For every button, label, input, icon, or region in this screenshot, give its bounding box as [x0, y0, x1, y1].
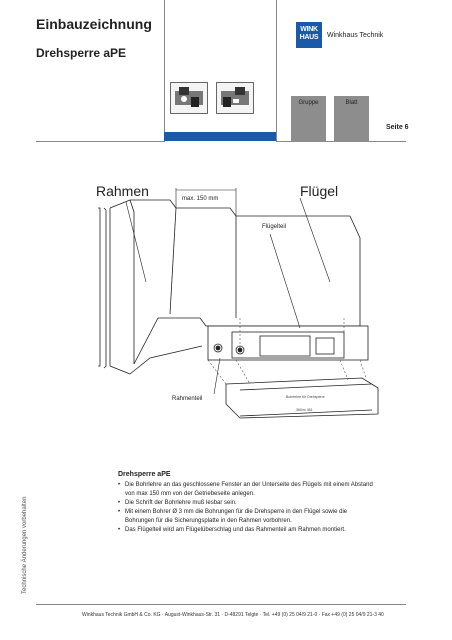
header-divider-right — [276, 0, 277, 142]
blatt-box — [334, 96, 369, 142]
fluegel-label: Flügel — [300, 183, 338, 199]
template-text-1: Bohrlehre für Drehsperre — [286, 395, 325, 399]
blatt-label: Blatt — [345, 100, 358, 106]
header-rule-left — [36, 141, 164, 142]
template-text-2: 360/m 451 — [296, 408, 313, 412]
page-subtitle: Drehsperre aPE — [36, 46, 127, 60]
header-divider-left — [164, 0, 165, 142]
description-title: Drehsperre aPE — [118, 471, 171, 478]
rahmenteil-label: Rahmenteil — [172, 396, 202, 402]
rahmen-label: Rahmen — [96, 183, 149, 199]
footer-rule — [36, 604, 406, 605]
description-item: Mit einem Bohrer Ø 3 mm die Bohrungen fü… — [118, 508, 378, 526]
description-item: Das Flügelteil wird am Flügelüberschlag … — [118, 526, 378, 535]
side-note: Technische Änderungen vorbehalten — [22, 496, 28, 594]
max-distance-label: max. 150 mm — [182, 196, 218, 202]
gruppe-box — [291, 96, 326, 142]
description-block: Drehsperre aPE Die Bohrlehre an das gesc… — [118, 470, 378, 535]
profile-thumbnail-2 — [216, 82, 254, 114]
accent-bar — [164, 132, 276, 141]
description-item: Die Schrift der Bohrlehre muß lesbar sei… — [118, 499, 378, 508]
footer-address: Winkhaus Technik GmbH & Co. KG · August-… — [82, 612, 384, 618]
gruppe-label: Gruppe — [298, 100, 319, 106]
winkhaus-logo: WINK HAUS — [296, 22, 322, 48]
page-number: Seite 6 — [386, 124, 409, 131]
page-title: Einbauzeichnung — [36, 16, 152, 32]
installation-drawing: Rahmen Flügel max. 150 mm Flügelteil Rah… — [96, 183, 379, 419]
brand-name: Winkhaus Technik — [327, 32, 384, 39]
fluegelteil-label: Flügelteil — [262, 224, 286, 230]
profile-thumbnail-1 — [170, 82, 208, 114]
description-item: Die Bohrlehre an das geschlossene Fenste… — [118, 481, 378, 499]
